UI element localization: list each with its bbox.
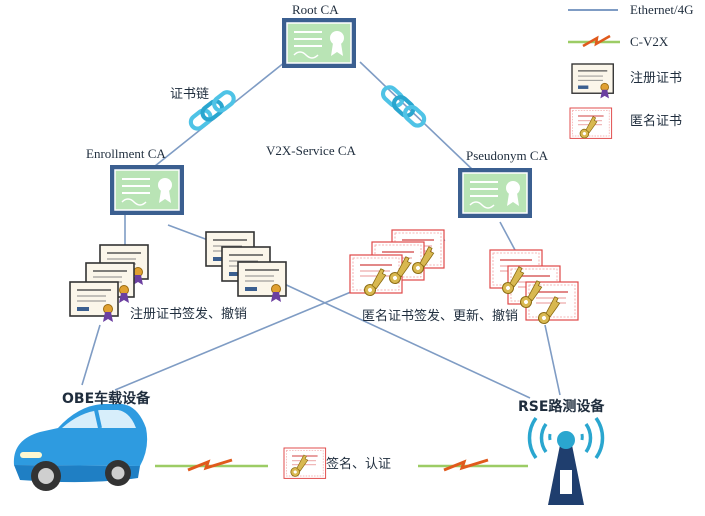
cert-chain-right-icon (380, 85, 427, 129)
legend-c-v2x-line (568, 34, 620, 48)
pseudo-issue-label: 匿名证书签发、更新、撤销 (362, 309, 519, 324)
enroll-cert-stack-mid-icon (205, 231, 287, 303)
pseudonym-ca-label: Pseudonym CA (466, 148, 548, 163)
link-enroll-certs (167, 224, 209, 241)
link-root-pseudo (359, 61, 476, 173)
link-obe-pseudo (114, 281, 376, 391)
legend-enroll-cert-label: 注册证书 (630, 71, 683, 86)
enrollment-ca-cert-icon (109, 164, 185, 216)
anon-cert-stack-mid-icon (349, 229, 445, 299)
legend-anon-cert-label: 匿名证书 (630, 114, 683, 129)
root-ca-cert-icon (281, 17, 357, 69)
obe-label: OBE车载设备 (62, 391, 151, 407)
legend-ethernet-label: Ethernet/4G (630, 2, 694, 17)
link-rse-enroll (279, 281, 531, 399)
link-pseudo-stack (499, 221, 516, 251)
c-v2x-link (155, 458, 528, 472)
legend-anon-cert-icon (569, 107, 613, 141)
enrollment-ca-label: Enrollment CA (86, 146, 166, 161)
enroll-issue-label: 注册证书签发、撤销 (130, 307, 248, 322)
ethernet-links (81, 61, 561, 399)
root-ca-label: Root CA (292, 2, 339, 17)
cert-chain-label: 证书链 (170, 87, 210, 102)
sign-auth-label: 签名、认证 (326, 457, 392, 472)
legend (568, 9, 620, 141)
sign-auth-cert-icon (283, 447, 327, 479)
legend-c-v2x-label: C-V2X (630, 34, 669, 49)
pseudonym-ca-cert-icon (457, 167, 533, 219)
car-icon (13, 404, 148, 491)
link-obe-enroll (81, 324, 101, 386)
legend-enroll-cert-icon (571, 63, 614, 100)
rse-tower-icon (527, 416, 605, 505)
v2x-service-ca-label: V2X-Service CA (266, 143, 356, 158)
link-rse-pseudo (544, 324, 561, 396)
rse-label: RSE路测设备 (518, 399, 605, 415)
